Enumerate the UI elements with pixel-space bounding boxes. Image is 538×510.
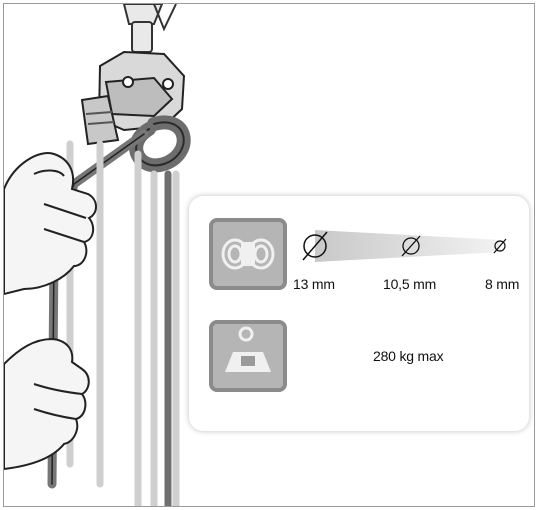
descender-device bbox=[82, 52, 184, 144]
max-load-tile bbox=[209, 320, 287, 392]
load-weight-icon bbox=[213, 324, 283, 388]
diameter-max-label: 13 mm bbox=[293, 276, 335, 292]
diameter-min-label: 8 mm bbox=[485, 276, 519, 292]
diameter-mid-label: 10,5 mm bbox=[383, 276, 436, 292]
diameter-range-bar bbox=[301, 226, 511, 266]
lower-gloved-hand bbox=[4, 339, 89, 469]
carabiner-icon bbox=[124, 4, 176, 52]
rope-compatibility-tile bbox=[209, 218, 287, 290]
figure-frame: 13 mm 10,5 mm 8 mm 280 kg max bbox=[3, 3, 535, 507]
max-load-label: 280 kg max bbox=[373, 348, 443, 364]
specifications-card: 13 mm 10,5 mm 8 mm 280 kg max bbox=[189, 196, 529, 431]
rope-coil-icon bbox=[213, 222, 283, 286]
